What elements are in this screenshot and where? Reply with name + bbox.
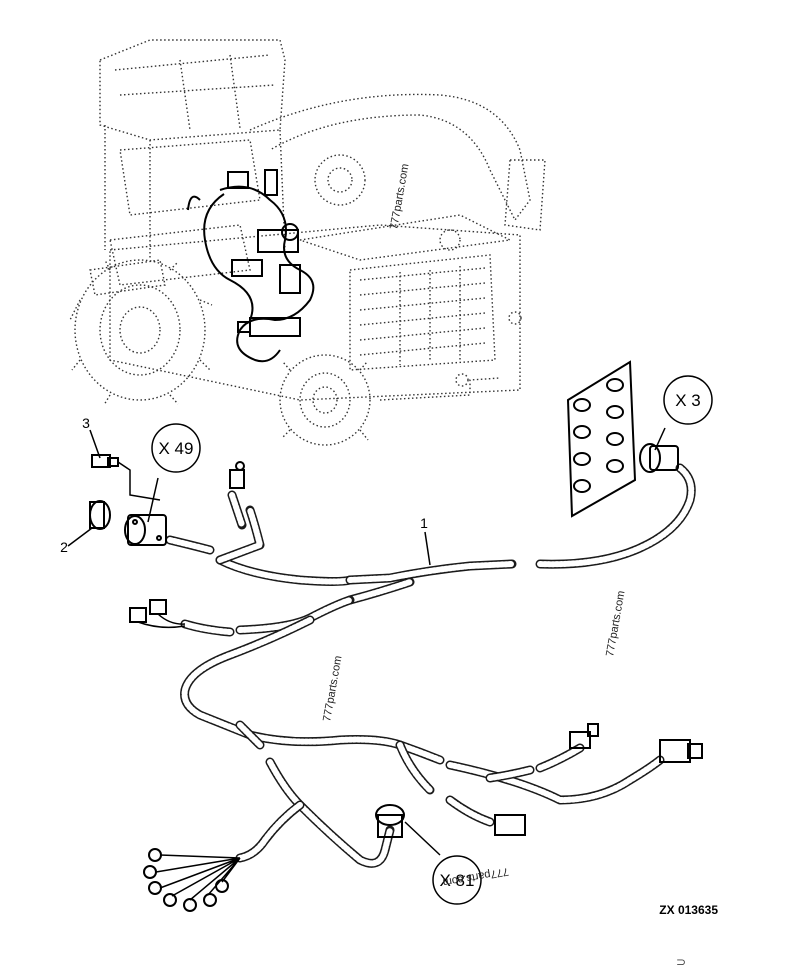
callout-x81-label: X 81 [440, 871, 475, 890]
cap-part-2 [89, 500, 111, 530]
callout-x3: X 3 [663, 375, 713, 425]
machine-outline [69, 39, 546, 446]
watermark: 777parts.com [388, 163, 411, 231]
x3-contact-plate [566, 360, 637, 518]
part-number-1: 1 [420, 515, 428, 531]
callout-x81: X 81 [432, 855, 482, 905]
ring-terminal-top [229, 469, 245, 489]
callout-circle [432, 855, 482, 905]
part-number-2: 2 [60, 539, 68, 555]
watermark: 777parts.com [604, 590, 627, 658]
x81-plug [375, 804, 405, 826]
leader-lines [67, 427, 666, 856]
machine-harness-overlay [187, 169, 315, 363]
callout-x49: X 49 [151, 423, 201, 473]
corner-mark: ⊃ [676, 955, 686, 968]
callout-x3-label: X 3 [675, 391, 701, 410]
x49-socket-flange [127, 514, 167, 546]
watermark: 777parts.com [321, 655, 344, 723]
connector-right-small [569, 731, 591, 749]
ring-terminals [143, 848, 241, 912]
spade-connector-b [129, 607, 147, 623]
reference-code: ZX 013635 [659, 903, 718, 917]
x3-plug [639, 443, 661, 473]
part-number-3: 3 [82, 415, 90, 431]
loose-harness [165, 463, 696, 868]
x49-socket [124, 515, 146, 545]
connector-right-large [659, 739, 691, 763]
callout-x49-label: X 49 [159, 439, 194, 458]
connectors [89, 360, 703, 912]
callout-circle [663, 375, 713, 425]
connector-bottom-right [494, 814, 526, 836]
plug-part-3 [91, 454, 111, 468]
spade-connector-a [149, 599, 167, 615]
callout-circle [151, 423, 201, 473]
